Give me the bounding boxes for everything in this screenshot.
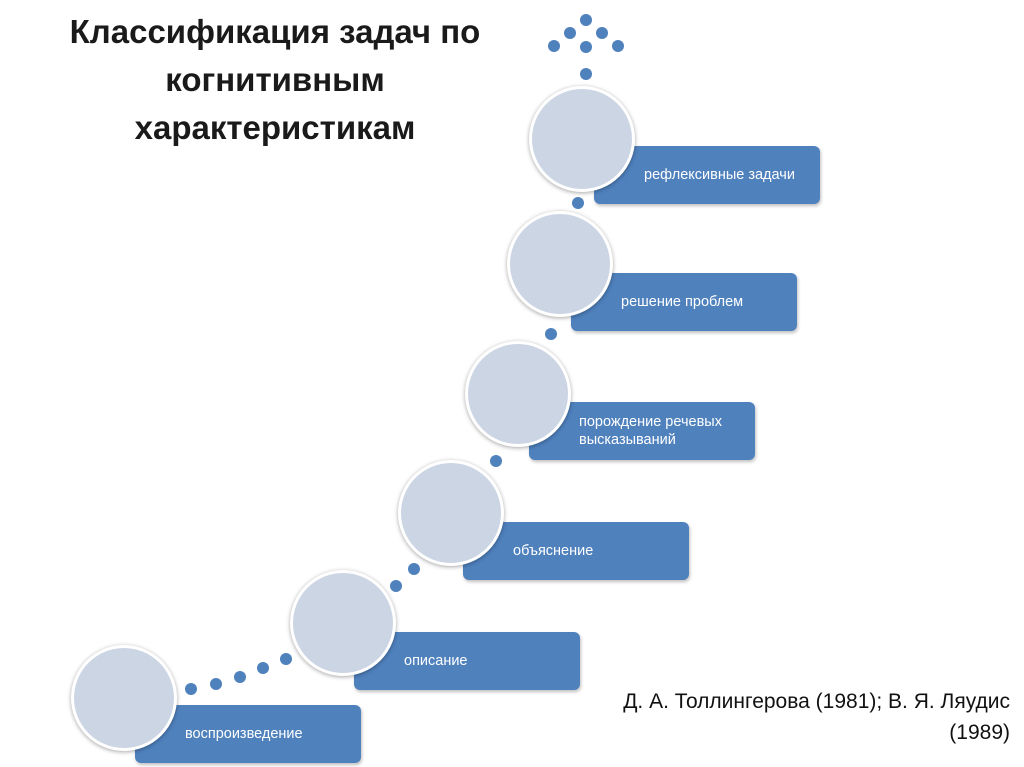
connector-dot (545, 328, 557, 340)
page-title: Классификация задач по когнитивным харак… (40, 8, 510, 152)
top-cluster-dot (596, 27, 608, 39)
connector-dot (210, 678, 222, 690)
title-line-3: характеристикам (134, 109, 416, 146)
title-line-2: когнитивным (165, 61, 385, 98)
step-label: воспроизведение (185, 726, 303, 742)
top-cluster-dot (612, 40, 624, 52)
connector-dot (234, 671, 246, 683)
step-box-explanation: объяснение (463, 522, 689, 580)
connector-dot (572, 197, 584, 209)
step-circle-problem-solving (507, 211, 613, 317)
step-label: порождение речевых высказываний (579, 414, 722, 448)
step-label: описание (404, 653, 468, 669)
citation-line-1: Д. А. Толлингерова (1981); В. Я. Ляудис (623, 690, 1010, 713)
step-label: решение проблем (621, 294, 744, 310)
connector-dot (257, 662, 269, 674)
step-circle-reflexive-tasks (529, 86, 635, 192)
top-cluster-dot (564, 27, 576, 39)
citation: Д. А. Толлингерова (1981); В. Я. Ляудис … (560, 686, 1010, 748)
connector-dot (408, 563, 420, 575)
top-cluster-dot (580, 68, 592, 80)
top-cluster-dot (548, 40, 560, 52)
step-circle-speech-generation (465, 341, 571, 447)
step-circle-description (290, 570, 396, 676)
step-label: объяснение (513, 543, 594, 559)
connector-dot (490, 455, 502, 467)
title-line-1: Классификация задач по (69, 13, 481, 50)
citation-line-2: (1989) (949, 721, 1010, 744)
top-cluster-dot (580, 14, 592, 26)
step-circle-explanation (398, 460, 504, 566)
step-circle-reproduction (71, 645, 177, 751)
step-label: рефлексивные задачи (644, 167, 795, 183)
connector-dot (390, 580, 402, 592)
top-cluster-dot (580, 41, 592, 53)
connector-dot (185, 683, 197, 695)
connector-dot (280, 653, 292, 665)
